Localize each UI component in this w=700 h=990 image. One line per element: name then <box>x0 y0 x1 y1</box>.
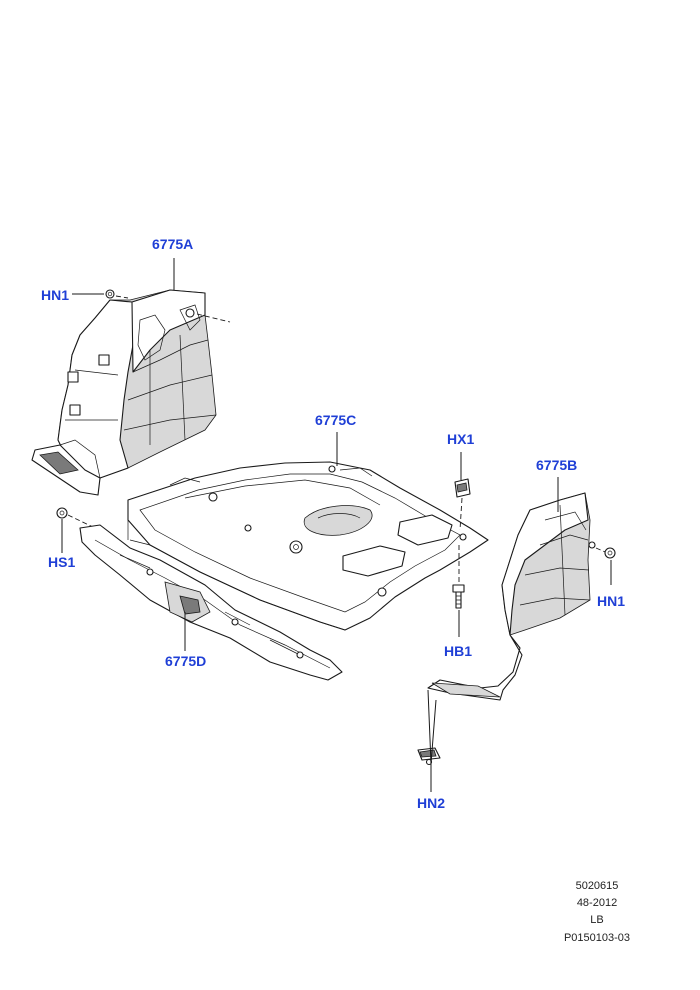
callout-6775a[interactable]: 6775A <box>152 236 194 252</box>
hb1-bolt <box>452 545 465 609</box>
hs1-screw <box>56 507 96 529</box>
callout-6775c[interactable]: 6775C <box>315 412 357 428</box>
ref-date: 48-2012 <box>576 897 618 909</box>
hx1-clip <box>454 478 471 531</box>
leader-lines <box>61 258 612 792</box>
illustration-number: P0150103-03 <box>563 932 631 944</box>
ref-number: 5020615 <box>575 880 619 892</box>
callout-6775d[interactable]: 6775D <box>165 653 207 669</box>
hn1-nut-left <box>105 289 129 299</box>
hn1-nut-right <box>604 547 616 559</box>
ref-code: LB <box>590 914 604 926</box>
callout-hn1-right[interactable]: HN1 <box>597 593 626 609</box>
part-6775a-splash-shield <box>31 289 231 496</box>
hn2-clip <box>417 747 441 766</box>
callout-6775b[interactable]: 6775B <box>536 457 578 473</box>
callout-hx1[interactable]: HX1 <box>447 431 475 447</box>
callout-hn1-left[interactable]: HN1 <box>41 287 70 303</box>
part-6775c-undertray <box>127 461 489 631</box>
part-6775d-front-shield <box>79 524 343 681</box>
part-6775b-splash-shield <box>427 492 613 701</box>
callout-hs1[interactable]: HS1 <box>48 554 76 570</box>
callout-hb1[interactable]: HB1 <box>444 643 473 659</box>
callout-hn2[interactable]: HN2 <box>417 795 446 811</box>
